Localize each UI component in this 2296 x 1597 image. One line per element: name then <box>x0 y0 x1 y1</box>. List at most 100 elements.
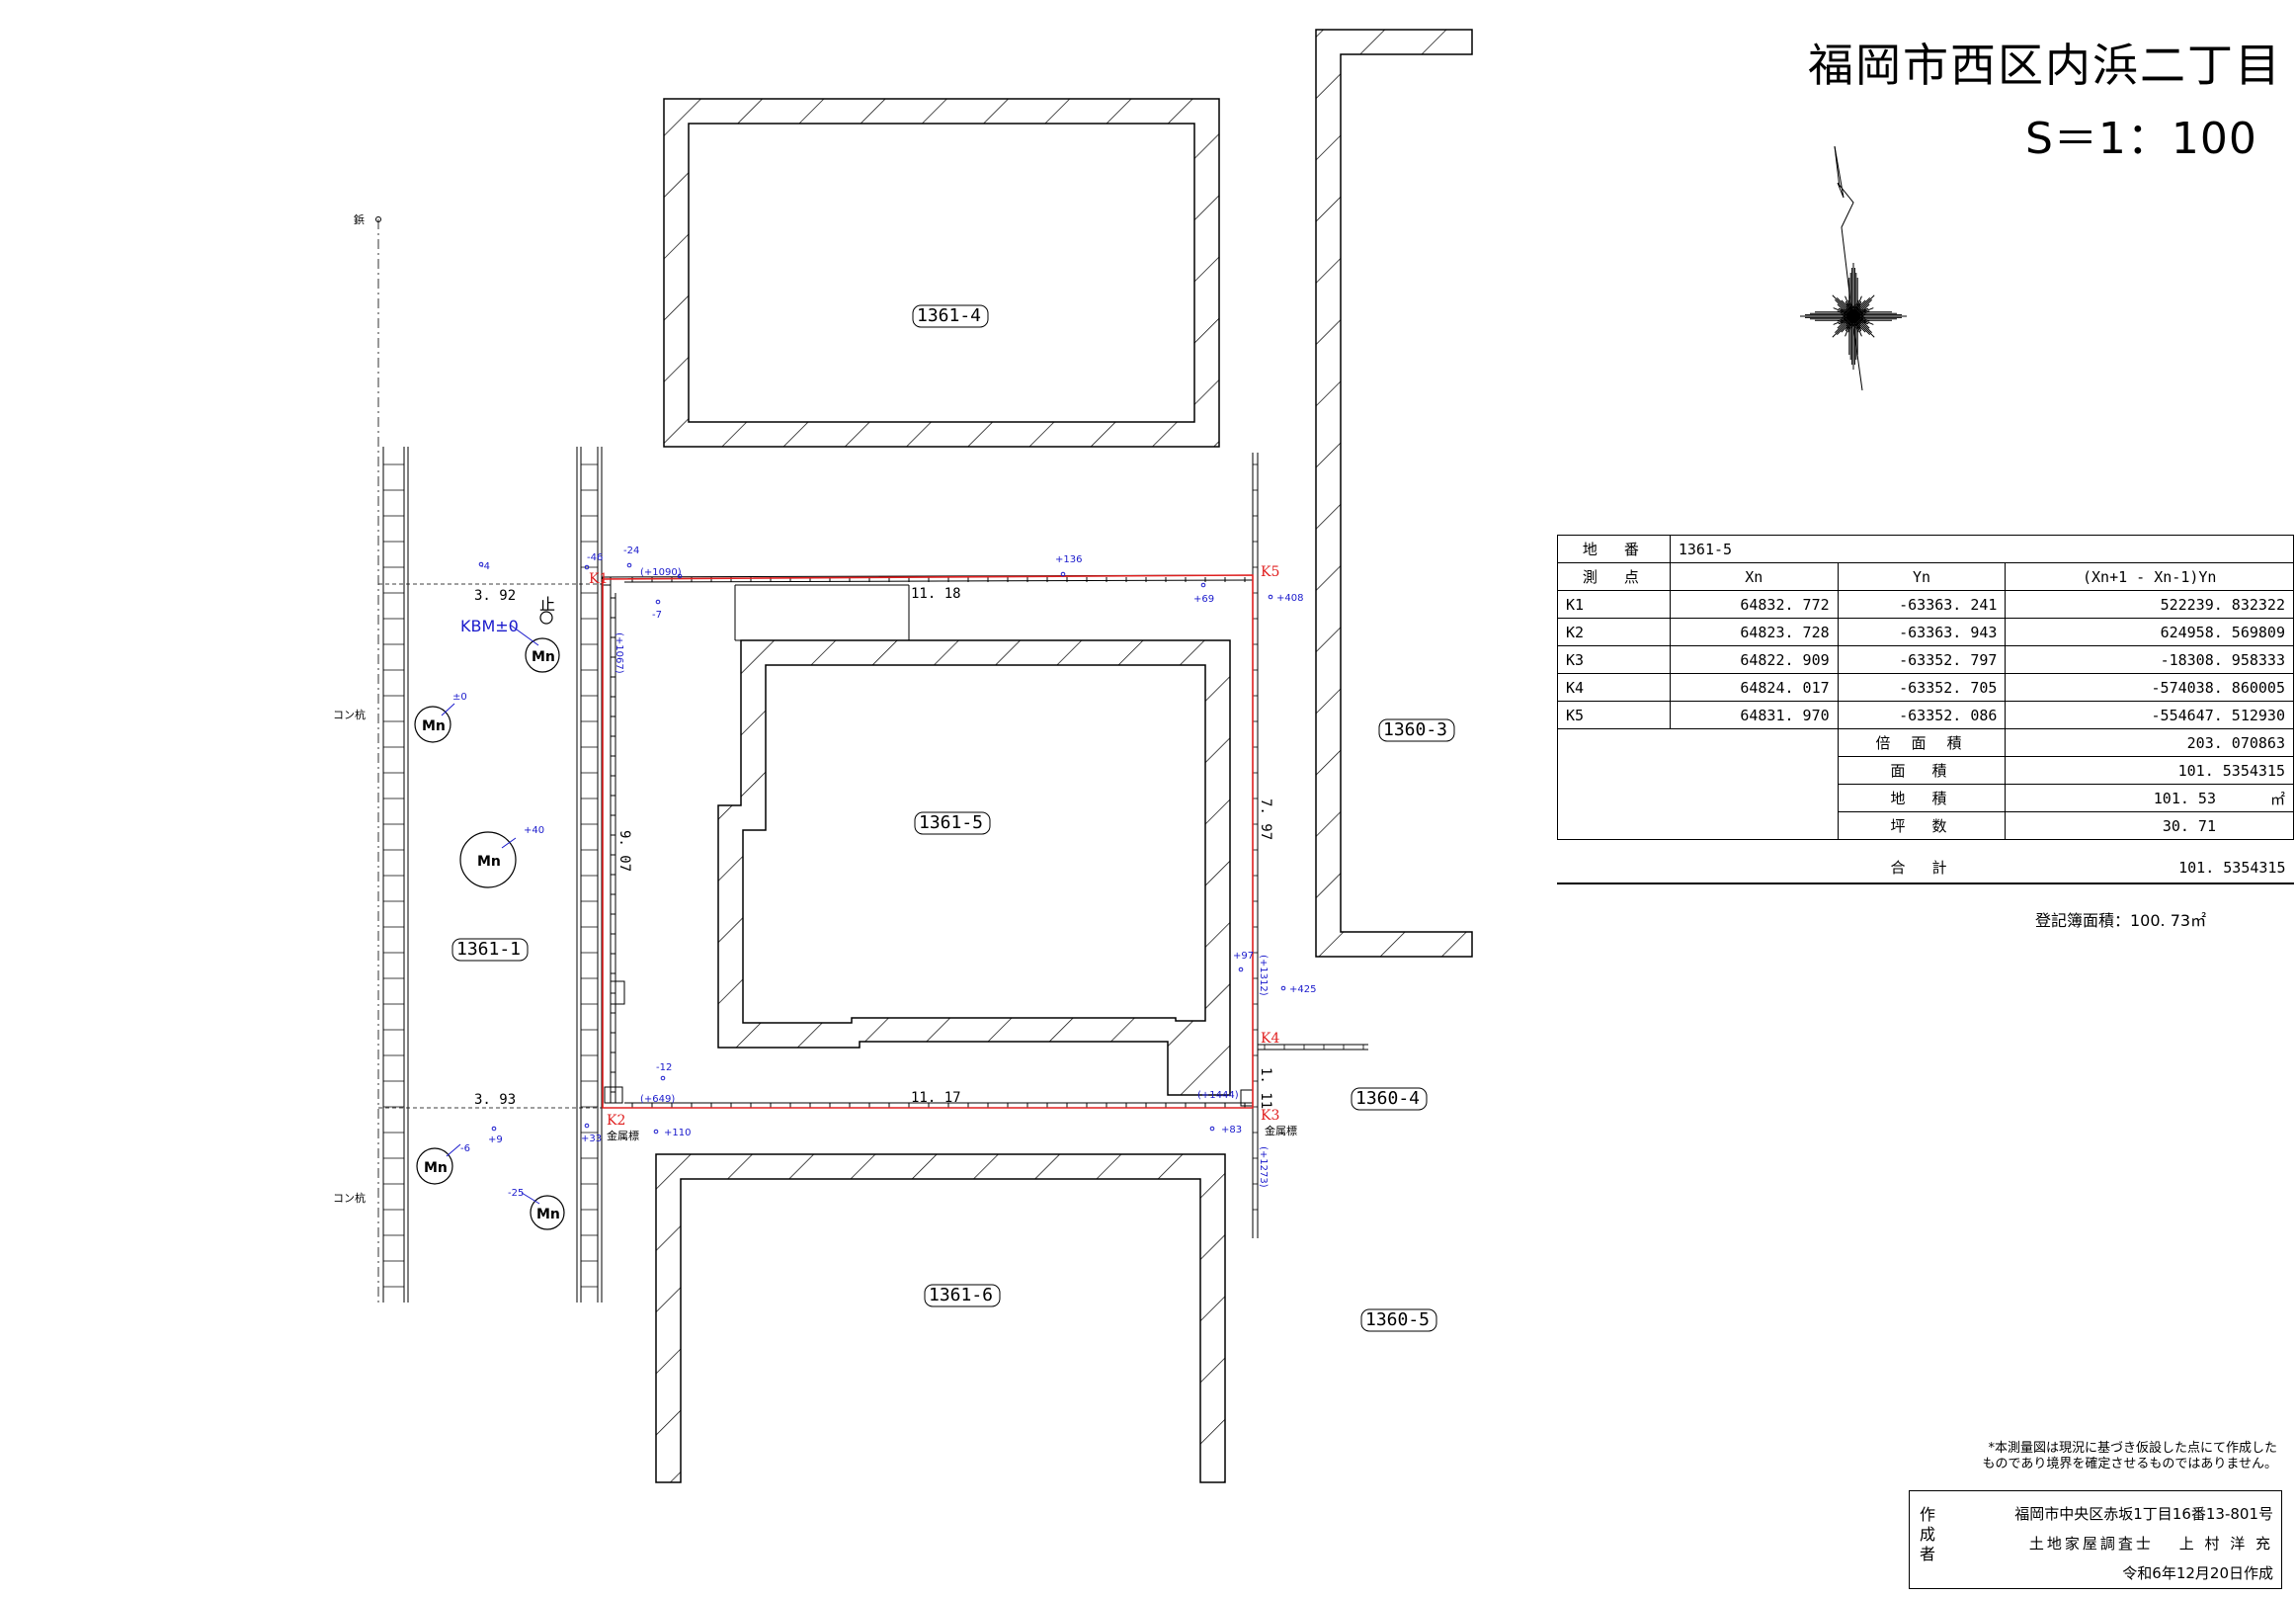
elevation: -6 <box>460 1143 470 1154</box>
elevation: +69 <box>1193 594 1214 605</box>
building-1361-5 <box>717 584 1231 1096</box>
manhole-leaders <box>441 624 540 1205</box>
tsubo-label: 坪 数 <box>1837 811 2007 840</box>
table-row: K4 64824. 017 -63352. 705 -574038. 86000… <box>1557 673 2294 702</box>
compass-icon <box>1800 145 1907 391</box>
dim-right-small: 1. 11 <box>1258 1067 1273 1109</box>
area-value: 101. 5354315 <box>2005 756 2294 785</box>
point-k1: K1 <box>589 571 608 587</box>
drawing-tick <box>1849 303 1856 316</box>
point-k3: K3 <box>1261 1108 1279 1124</box>
drawing-tick <box>1851 308 1864 314</box>
registry-area: 登記簿面積：100. 73㎡ <box>2035 911 2207 930</box>
point-k2: K2 <box>607 1113 625 1129</box>
elevation: +425 <box>1289 984 1316 995</box>
dim-road-bottom: 3. 93 <box>474 1092 516 1108</box>
drawing-tick <box>1843 318 1855 324</box>
metal-marker-k3: 金属標 <box>1265 1124 1297 1137</box>
drawing-tick <box>1840 308 1851 320</box>
nail-label: 鋲 <box>354 212 365 226</box>
parcel-label-1361-4: 1361-4 <box>917 305 981 326</box>
total-value: 101. 5354315 <box>2178 858 2286 877</box>
land-area-label: 地 積 <box>1837 784 2007 812</box>
disclaimer: *本測量図は現況に基づき仮設した点にて作成した ものであり境界を確定させるもので… <box>1982 1441 2277 1471</box>
land-area-unit: ㎡ <box>2269 791 2285 808</box>
drawing-tick <box>1851 308 1859 313</box>
drawing-tick <box>1852 294 1875 317</box>
lot-label: 地 番 <box>1557 535 1671 563</box>
elevation: (+1312) <box>1258 955 1269 996</box>
drawing-tick <box>1852 307 1874 317</box>
elevation: -24 <box>623 546 639 556</box>
parcel-label-1360-3: 1360-3 <box>1383 719 1447 740</box>
elevation: +83 <box>1221 1125 1242 1135</box>
point-markers <box>478 561 1286 1135</box>
stop-mark: 止 <box>539 595 555 614</box>
manhole-label: Mn <box>536 1207 560 1222</box>
manhole-label: Mn <box>532 649 555 665</box>
elevation: (+1273) <box>1258 1146 1269 1188</box>
drawing-tick <box>1845 316 1852 321</box>
yn-header: Yn <box>1837 562 2007 591</box>
parcel-label-frames <box>451 304 1455 1332</box>
manhole-label: Mn <box>422 718 446 734</box>
drawing-tick <box>1845 305 1851 318</box>
metal-marker-k2: 金属標 <box>607 1129 639 1142</box>
parcel-boundary <box>602 574 1254 1109</box>
page-title: 福岡市西区内浜二丁目 <box>1808 39 2282 92</box>
dim-bottom: 11. 17 <box>911 1090 961 1106</box>
tsubo-value: 30. 71 <box>2005 811 2294 840</box>
elevation: -12 <box>656 1062 672 1073</box>
elevation: +97 <box>1233 951 1254 962</box>
elevation: ±0 <box>452 692 467 703</box>
dim-left: 9. 07 <box>616 830 632 872</box>
manhole-label: Mn <box>477 854 501 870</box>
double-area-value: 203. 070863 <box>2005 728 2294 757</box>
total-label: 合 計 <box>1890 859 1953 877</box>
elevation: +136 <box>1055 554 1082 565</box>
manhole-label: Mn <box>424 1160 448 1176</box>
parcel-label-1361-6: 1361-6 <box>929 1285 993 1305</box>
elevation: +408 <box>1276 593 1303 604</box>
land-area-value: 101. 53 <box>2153 790 2216 807</box>
elevation: +9 <box>488 1135 503 1145</box>
parcel-label-1361-5: 1361-5 <box>919 812 983 833</box>
author-date: 令和6年12月20日作成 <box>2122 1564 2273 1582</box>
building-1361-6 <box>655 1153 1226 1483</box>
xn-header: Xn <box>1669 562 1839 591</box>
elevation: (+1067) <box>614 632 624 674</box>
double-area-label: 倍 面 積 <box>1837 728 2007 757</box>
elevation: +110 <box>664 1128 691 1138</box>
building-1360-3 <box>1315 29 1473 958</box>
elevation: +40 <box>524 825 544 836</box>
point-k4: K4 <box>1261 1031 1279 1047</box>
coordinate-table: 地 番 1361-5 測 点 Xn Yn (Xn+1 - Xn-1)Yn K1 … <box>1557 535 2295 881</box>
elevation: (+1444) <box>1197 1090 1239 1101</box>
elevation: -25 <box>508 1188 524 1199</box>
calc-header: (Xn+1 - Xn-1)Yn <box>2005 562 2294 591</box>
dim-road-top: 3. 92 <box>474 588 516 604</box>
parcel-label-1361-1: 1361-1 <box>456 939 521 960</box>
building-1361-4 <box>663 98 1220 448</box>
drawing-tick <box>1854 316 1862 321</box>
elevation: -46 <box>587 552 603 563</box>
table-row: K2 64823. 728 -63363. 943 624958. 569809 <box>1557 618 2294 646</box>
elevation: (+1090) <box>640 567 682 578</box>
drawing-tick <box>1852 307 1869 316</box>
drawing-tick <box>1849 302 1861 314</box>
point-k5: K5 <box>1261 564 1279 580</box>
dim-right: 7. 97 <box>1258 798 1273 840</box>
drawing-tick <box>1848 307 1853 315</box>
parcel-label-1360-5: 1360-5 <box>1365 1309 1430 1330</box>
drawing-tick <box>1841 313 1853 320</box>
drawing-tick <box>1845 318 1857 330</box>
total-underline <box>1557 883 2294 884</box>
concrete-stake-top: コン杭 <box>333 708 366 721</box>
parcel-label-1360-4: 1360-4 <box>1355 1088 1420 1109</box>
kbm-label: KBM±0 <box>460 617 519 635</box>
elevation: (+649) <box>640 1094 675 1105</box>
lot-value: 1361-5 <box>1669 535 2295 563</box>
drawing-tick <box>1853 313 1866 320</box>
author-label: 作成者 <box>1920 1505 1936 1563</box>
